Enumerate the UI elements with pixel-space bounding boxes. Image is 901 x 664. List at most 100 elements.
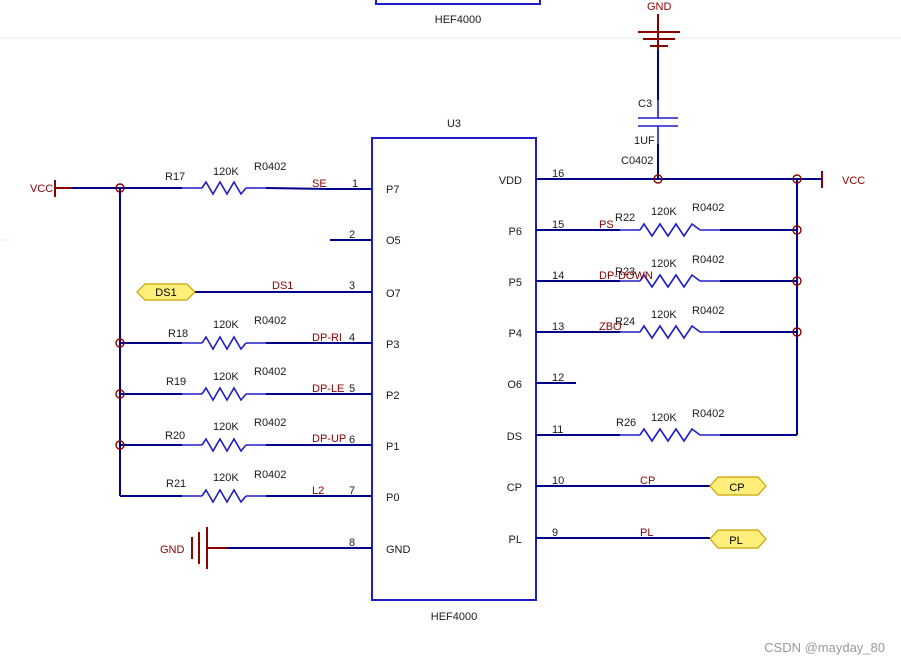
resistor-designator: R20 bbox=[165, 430, 185, 442]
pin-number: 4 bbox=[349, 332, 355, 344]
resistor-value: 120K bbox=[651, 206, 677, 218]
capacitor-footprint: C0402 bbox=[621, 155, 653, 167]
resistor-footprint: R0402 bbox=[254, 161, 286, 173]
resistor-value: 120K bbox=[651, 309, 677, 321]
resistor-r22[interactable]: R22 120K R0402 PS bbox=[599, 202, 724, 238]
background-grid bbox=[0, 37, 901, 241]
port-ds1[interactable]: DS1 bbox=[136, 283, 196, 301]
pin-number: 9 bbox=[552, 527, 558, 539]
vcc-right-symbol[interactable]: VCC bbox=[821, 171, 865, 188]
pin-label: P3 bbox=[386, 339, 399, 351]
resistor-r19[interactable]: R19 120K R0402 DP-LE bbox=[166, 366, 344, 402]
pin-number: 3 bbox=[349, 280, 355, 292]
capacitor-value: 1UF bbox=[634, 135, 655, 147]
pin-number: 5 bbox=[349, 383, 355, 395]
pin-number: 14 bbox=[552, 270, 564, 282]
resistor-designator: R21 bbox=[166, 478, 186, 490]
vcc-left-label: VCC bbox=[30, 183, 53, 195]
resistor-r24[interactable]: R24 120K R0402 ZBO bbox=[599, 305, 724, 340]
port-pl[interactable]: PL bbox=[709, 529, 767, 549]
pin-label: VDD bbox=[499, 175, 522, 187]
pin-label: P0 bbox=[386, 492, 399, 504]
resistor-value: 120K bbox=[213, 166, 239, 178]
resistor-r26[interactable]: R26 120K R0402 bbox=[616, 408, 724, 443]
pin-label: P4 bbox=[509, 328, 522, 340]
left-junctions bbox=[115, 183, 125, 450]
net-label: L2 bbox=[312, 485, 324, 497]
capacitor-designator: C3 bbox=[638, 98, 652, 110]
resistor-value: 120K bbox=[213, 319, 239, 331]
gnd-left-label: GND bbox=[160, 544, 185, 556]
pin-label: P6 bbox=[509, 226, 522, 238]
pin-number: 6 bbox=[349, 434, 355, 446]
pin-number: 11 bbox=[552, 424, 563, 436]
pin-number: 8 bbox=[349, 537, 355, 549]
resistor-footprint: R0402 bbox=[254, 315, 286, 327]
right-bus-wires bbox=[576, 178, 822, 436]
pin-label: P2 bbox=[386, 390, 399, 402]
resistor-footprint: R0402 bbox=[254, 366, 286, 378]
resistor-footprint: R0402 bbox=[254, 469, 286, 481]
resistor-footprint: R0402 bbox=[254, 417, 286, 429]
pin-number: 1 bbox=[352, 178, 358, 190]
net-label: DP-RI bbox=[312, 332, 342, 344]
pin-number: 15 bbox=[552, 219, 564, 231]
net-label-ds1: DS1 bbox=[272, 280, 293, 292]
chip-u3-name: HEF4000 bbox=[431, 611, 477, 623]
pin-label: P1 bbox=[386, 441, 399, 453]
pin-label: P5 bbox=[509, 277, 522, 289]
net-label-pl: PL bbox=[640, 527, 653, 539]
pin-number: 2 bbox=[349, 229, 355, 241]
pin-label: O6 bbox=[507, 379, 522, 391]
pin-number: 10 bbox=[552, 475, 564, 487]
resistor-r18[interactable]: R18 120K R0402 DP-RI bbox=[168, 315, 342, 351]
resistor-designator: R17 bbox=[165, 171, 185, 183]
net-label-cp: CP bbox=[640, 475, 655, 487]
resistor-footprint: R0402 bbox=[692, 254, 724, 266]
chip-top-name: HEF4000 bbox=[435, 14, 481, 26]
vcc-left-symbol[interactable]: VCC bbox=[30, 180, 72, 197]
pin-label: PL bbox=[509, 534, 522, 546]
resistor-r17[interactable]: R17 120K R0402 SE bbox=[165, 161, 327, 196]
port-ds1-label: DS1 bbox=[155, 287, 176, 299]
pin-number: 12 bbox=[552, 372, 564, 384]
watermark-text: CSDN @mayday_80 bbox=[764, 640, 885, 655]
pin-label: O7 bbox=[386, 288, 401, 300]
resistor-r20[interactable]: R20 120K R0402 DP-UP bbox=[165, 417, 346, 453]
right-junctions bbox=[653, 174, 802, 337]
resistor-designator: R18 bbox=[168, 328, 188, 340]
resistor-value: 120K bbox=[213, 472, 239, 484]
gnd-top-symbol[interactable]: GND bbox=[638, 1, 680, 50]
net-label: DP-DOWN bbox=[599, 270, 653, 282]
resistor-r21[interactable]: R21 120K R0402 L2 bbox=[166, 469, 324, 504]
pin-label: DS bbox=[507, 431, 522, 443]
pin-number: 16 bbox=[552, 168, 564, 180]
resistor-designator: R24 bbox=[615, 316, 635, 328]
gnd-top-label: GND bbox=[647, 1, 672, 13]
net-label: ZBO bbox=[599, 321, 622, 333]
u3-right-pins: 16 VDD 15 P6 14 P5 13 P4 12 O6 11 DS 10 … bbox=[499, 168, 576, 546]
resistor-designator: R22 bbox=[615, 212, 635, 224]
pin-number: 13 bbox=[552, 321, 564, 333]
gnd-left-symbol[interactable]: GND bbox=[160, 527, 228, 569]
net-label: PS bbox=[599, 219, 614, 231]
pin-number: 7 bbox=[349, 485, 355, 497]
port-cp-label: CP bbox=[729, 482, 744, 494]
pin-label: CP bbox=[507, 482, 522, 494]
u3-left-pins: 1 P7 2 O5 3 O7 4 P3 5 P2 6 P1 7 P0 8 GND bbox=[330, 178, 411, 556]
chip-u3[interactable]: U3 HEF4000 bbox=[371, 118, 537, 623]
resistor-footprint: R0402 bbox=[692, 202, 724, 214]
resistor-r23[interactable]: R23 120K R0402 DP-DOWN bbox=[599, 254, 724, 289]
resistor-designator: R19 bbox=[166, 376, 186, 388]
net-label: DP-LE bbox=[312, 383, 344, 395]
resistor-value: 120K bbox=[651, 258, 677, 270]
chip-u3-designator: U3 bbox=[447, 118, 461, 130]
vcc-right-label: VCC bbox=[842, 175, 865, 187]
resistor-designator: R26 bbox=[616, 417, 636, 429]
net-label: DP-UP bbox=[312, 433, 346, 445]
chip-top-partial[interactable]: HEF4000 bbox=[375, 0, 541, 26]
capacitor-c3[interactable]: C3 1UF C0402 bbox=[621, 98, 678, 167]
port-cp[interactable]: CP bbox=[709, 476, 767, 496]
resistor-designator: R23 bbox=[615, 266, 635, 278]
